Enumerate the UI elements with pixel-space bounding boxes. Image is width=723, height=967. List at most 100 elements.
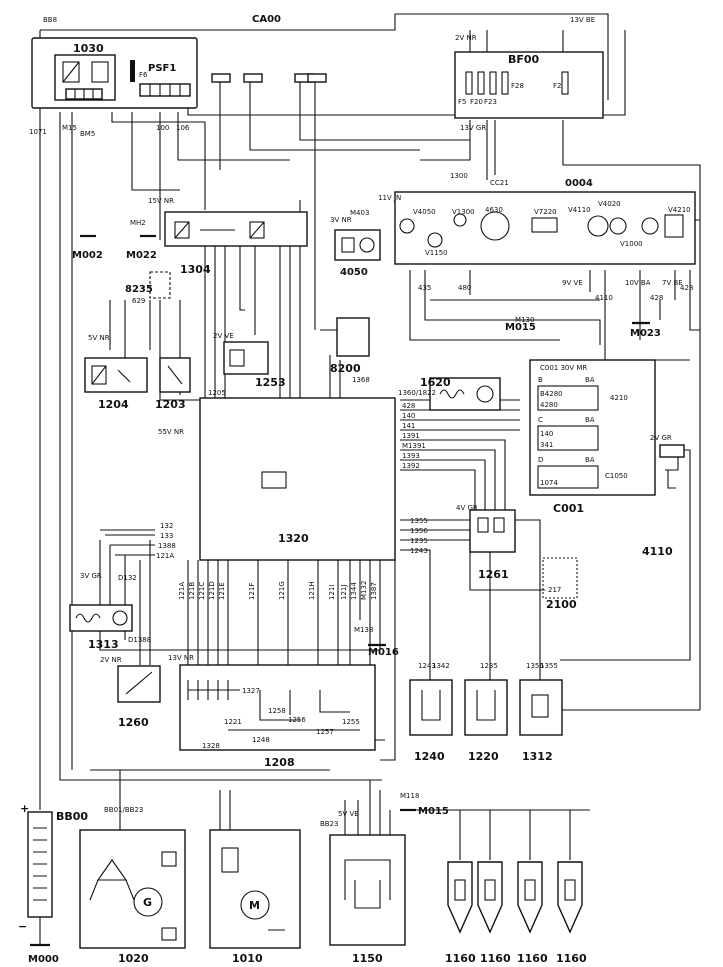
conn-55v-nr: 55V NR xyxy=(158,428,184,436)
wire-100: 100 xyxy=(156,124,169,132)
part-v1000: V1000 xyxy=(620,240,643,248)
label-1010: 1010 xyxy=(232,952,263,965)
label-0004: 0004 xyxy=(565,178,593,189)
component-8235: 8235 629 xyxy=(125,271,171,305)
wire-d1388: D1388 xyxy=(128,636,151,644)
ecu-pin-b7: 121H xyxy=(308,581,316,600)
conn-2v-gr: 2V GR xyxy=(650,434,672,442)
ecu-pin-r4: 1391 xyxy=(402,432,420,440)
label-4110: 4110 xyxy=(642,545,673,558)
part-v4210: V4210 xyxy=(668,206,691,214)
label-1160-d: 1160 xyxy=(556,952,587,965)
sub1208-3: 1256 xyxy=(288,716,306,724)
component-4050: 4050 3V NR M403 xyxy=(330,209,381,278)
component-1240: 1240 1243 1342 xyxy=(409,662,453,763)
label-bb00: BB00 xyxy=(56,810,88,823)
label-1312: 1312 xyxy=(522,750,553,763)
label-psf1: PSF1 xyxy=(148,63,176,74)
conn-11v-jn: 11V JN xyxy=(378,194,401,202)
wire-bb23: BB23 xyxy=(320,820,339,828)
part-4630: 4630 xyxy=(485,206,503,214)
label-1160-b: 1160 xyxy=(480,952,511,965)
conn-13v-gr: 13V GR xyxy=(460,124,486,132)
component-1208: 1327 1221 1258 1256 1255 1257 1248 1328 … xyxy=(168,654,376,769)
conn-15v-nr: 15V NR xyxy=(148,197,174,205)
wire-m138: M138 xyxy=(354,626,373,634)
label-1304: 1304 xyxy=(180,263,211,276)
component-1160-group: 1160 1160 1160 1160 xyxy=(445,861,587,965)
component-1320: 1320 55V NR 1368 1360/1822 428 140 141 1… xyxy=(156,376,436,600)
label-c001: C001 xyxy=(553,502,584,515)
c001-sec-d: D xyxy=(538,456,543,464)
ground-m015-lower: M015 xyxy=(418,806,449,817)
ground-m015: M015 xyxy=(505,322,536,333)
wire-1368: 1368 xyxy=(352,376,370,384)
component-1220: 1220 1235 xyxy=(464,662,508,763)
wire-217: 217 xyxy=(548,586,561,594)
ecu-pin-r1: 428 xyxy=(402,402,415,410)
component-1150: 1150 5V VE BB23 xyxy=(320,810,406,965)
battery-plus: + xyxy=(20,802,29,815)
conn-3v-gr: 3V GR xyxy=(80,572,102,580)
ecu-pin-r3: 141 xyxy=(402,422,415,430)
sub1208-2: 1258 xyxy=(268,707,286,715)
ground-m002: M002 xyxy=(72,250,103,261)
wire-m403: M403 xyxy=(350,209,369,217)
battery-minus: − xyxy=(18,920,27,933)
label-1030: 1030 xyxy=(73,42,104,55)
ecu-pin-l3: 121A xyxy=(156,552,174,560)
label-1313: 1313 xyxy=(88,638,119,651)
component-1620: 1620 xyxy=(420,376,501,411)
ecu-pin-b3: 121D xyxy=(208,581,216,600)
plug-1240-a: 1243 xyxy=(418,662,436,670)
label-1253: 1253 xyxy=(255,376,286,389)
ecu-pin-b2: 121C xyxy=(198,582,206,600)
conn-5v-ve: 5V VE xyxy=(338,810,359,818)
component-8200: 8200 xyxy=(330,317,370,375)
conn-2v-nr: 2V NR xyxy=(100,656,122,664)
ground-m023: M023 xyxy=(630,328,661,339)
c001-c-r1: 140 xyxy=(540,430,553,438)
conn-2v-ve: 2V VE xyxy=(213,332,234,340)
label-1150: 1150 xyxy=(352,952,383,965)
part-v1150: V1150 xyxy=(425,249,448,257)
label-8200: 8200 xyxy=(330,362,361,375)
fuse-f5: F5 xyxy=(458,98,466,106)
label-1160-c: 1160 xyxy=(517,952,548,965)
fuse-f23: F23 xyxy=(484,98,497,106)
generator-symbol: G xyxy=(143,896,152,909)
component-c001: C001 30V MR B BA B4280 4280 4210 C BA 14… xyxy=(529,359,656,515)
ecu-pin-b10: 1344 xyxy=(350,582,358,600)
wire-1300: 1300 xyxy=(450,172,468,180)
label-2100: 2100 xyxy=(546,598,577,611)
c001-col-c: BA xyxy=(585,416,595,424)
plug-1220: 1235 xyxy=(480,662,498,670)
ecu-pin-r9: 1356 xyxy=(410,527,428,535)
conn-3v-nr: 3V NR xyxy=(330,216,352,224)
wire-629: 629 xyxy=(132,297,145,305)
conn-2v-nr: 2V NR xyxy=(455,34,477,42)
plug-1240-b: 1342 xyxy=(432,662,450,670)
part-v4110: V4110 xyxy=(568,206,591,214)
ecu-pin-b11: M132 xyxy=(360,581,368,600)
ecu-pin-r8: 1355 xyxy=(410,517,428,525)
sub1208-6: 1248 xyxy=(252,736,270,744)
c001-col-d: BA xyxy=(585,456,595,464)
misc-wire-labels: M130 M138 4110 CC21 1300 1205 428 xyxy=(208,172,663,634)
fuse-f20: F20 xyxy=(470,98,483,106)
label-1260: 1260 xyxy=(118,716,149,729)
wire-d132: D132 xyxy=(118,574,137,582)
ecu-pin-b9: 121J xyxy=(340,585,348,600)
wire-m130: M130 xyxy=(515,316,534,324)
ecu-pin-b5: 121F xyxy=(248,583,256,600)
component-1312: 1312 1356 1355 xyxy=(519,662,563,763)
label-4050: 4050 xyxy=(340,267,368,278)
c001-sec-c: C xyxy=(538,416,543,424)
conn-9v-ve: 9V VE xyxy=(562,279,583,287)
wire-mh2: MH2 xyxy=(130,219,146,227)
wire-435: 435 xyxy=(418,284,431,292)
c001-sec-b: B xyxy=(538,376,543,384)
ecu-pin-b4: 121E xyxy=(218,582,226,600)
sub1208-7: 1328 xyxy=(202,742,220,750)
c001-header: C001 30V MR xyxy=(540,364,587,372)
